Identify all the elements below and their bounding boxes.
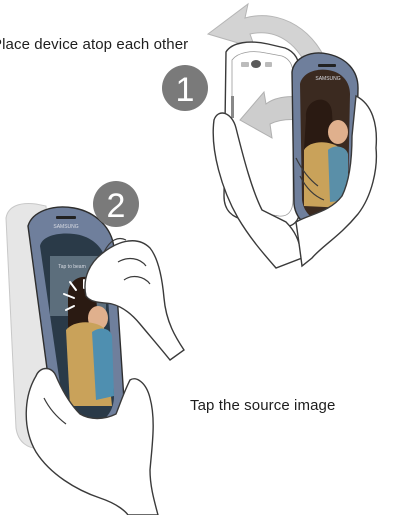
step-1-illustration: SAMSUNG 1 (162, 4, 376, 268)
step-2-number: 2 (107, 187, 126, 225)
step-2-badge: 2 (93, 181, 139, 227)
step-1-number: 1 (176, 71, 195, 109)
main-phone-brand: SAMSUNG (53, 224, 78, 230)
front-phone-brand: SAMSUNG (315, 76, 340, 82)
step-2-illustration: SAMSUNG Tap to beam 2 (6, 181, 184, 515)
step-1-badge: 1 (162, 65, 208, 111)
screen-label: Tap to beam (58, 264, 86, 270)
